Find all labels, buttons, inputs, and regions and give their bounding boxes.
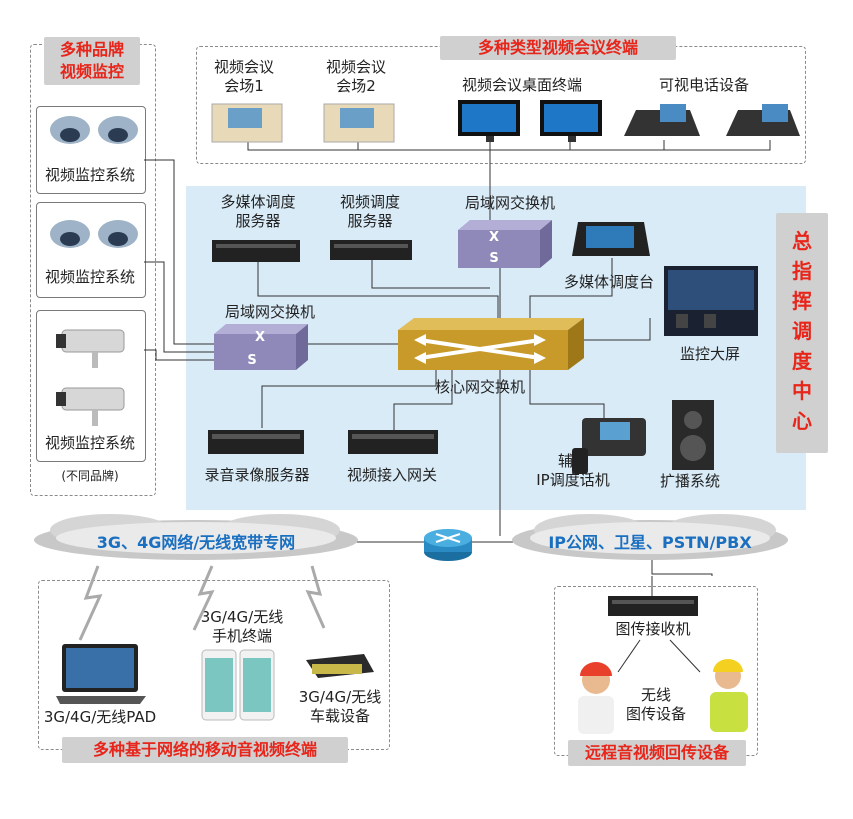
mobile-phone-line2: 手机终端 [211,627,272,645]
video-server-label: 视频调度 服务器 [330,193,410,231]
dispatch-console-icon [572,222,650,256]
title-char: 总 [792,229,812,253]
title-char: 挥 [792,289,812,313]
monitor-icon [458,100,602,142]
core-switch-label: 核心网交换机 [434,378,525,396]
mobile-phone-line1: 3G/4G/无线 [200,608,284,626]
transmitter-line2: 图传设备 [625,705,686,723]
desktop-terminal-label: 视频会议桌面终端 [461,76,582,94]
left-title-line2: 视频监控 [59,62,124,81]
left-panel-title: 多种品牌 视频监控 [44,37,140,85]
venue1-label: 视频会议 会场1 [206,58,282,96]
smartphone-icon [201,649,275,721]
switch-s-top: S [489,251,498,266]
media-server-line2: 服务器 [235,212,281,230]
mobile-terminals-title: 多种基于网络的移动音视频终端 [62,737,348,763]
remote-devices-title: 远程音视频回传设备 [568,740,746,766]
video-gateway-label: 视频接入网关 [346,466,437,484]
title-char: 调 [792,319,812,343]
speaker-icon [672,400,714,470]
dome-camera-icon [50,116,138,248]
videophone-label: 可视电话设备 [658,76,749,94]
wireless-signal-icon [78,565,326,641]
video-wall-icon [664,266,758,336]
switch-x-left: X [255,330,265,345]
cctv-group-2 [36,202,146,298]
command-center-title [776,213,828,453]
pad-label: 3G/4G/无线PAD [43,708,157,726]
rack-server-icon [208,240,438,454]
mobile-phone-label: 3G/4G/无线 手机终端 [192,608,292,646]
recording-server-label: 录音录像服务器 [204,466,310,484]
ip-phone-line2: IP调度话机 [536,471,610,489]
title-char: 度 [792,349,812,373]
lan-switch-icon [214,220,552,370]
vehicle-label: 3G/4G/无线 车载设备 [290,688,390,726]
transmitter-label: 无线 图传设备 [620,686,692,724]
brand-note: (不同品牌) [61,469,119,483]
videophone-icon [624,104,800,136]
core-switch-icon [398,318,584,370]
venue1-line1: 视频会议 [213,58,274,76]
title-char: 中 [792,379,812,403]
worker-icon [578,659,748,734]
router-icon [424,529,472,561]
media-server-line1: 多媒体调度 [220,193,296,211]
media-console-label: 多媒体调度台 [563,273,654,291]
broadcast-label: 扩播系统 [659,472,720,490]
venue2-label: 视频会议 会场2 [318,58,394,96]
video-server-line2: 服务器 [347,212,393,230]
connection-lines [144,140,771,673]
cctv-label-3: 视频监控系统 [44,434,135,452]
public-network-label: IP公网、卫星、PSTN/PBX [548,533,752,552]
switch-s-left: S [247,353,256,368]
bullet-camera-icon [56,329,125,426]
big-screen-label: 监控大屏 [679,345,740,363]
wireless-network-label: 3G、4G网络/无线宽带专网 [96,533,296,552]
top-panel-title: 多种类型视频会议终端 [440,36,676,60]
title-char: 指 [792,259,812,283]
tablet-icon [56,644,146,704]
switch-x-top: X [489,230,499,245]
media-server-label: 多媒体调度 服务器 [208,193,308,231]
meeting-room-icon [211,103,395,143]
cloud-icon [34,514,788,560]
video-server-line1: 视频调度 [339,193,400,211]
left-title-line1: 多种品牌 [59,40,124,59]
venue2-line2: 会场2 [336,77,376,95]
vehicle-device-icon [306,654,374,678]
receiver-label: 图传接收机 [615,620,691,638]
ip-phone-icon [572,418,646,474]
venue2-line1: 视频会议 [325,58,386,76]
lan-switch-top-label: 局域网交换机 [464,194,555,212]
cctv-label-1: 视频监控系统 [44,166,135,184]
lan-switch-left-label: 局域网交换机 [224,303,315,321]
cctv-label-2: 视频监控系统 [44,268,135,286]
vehicle-line2: 车载设备 [309,707,370,725]
title-char: 心 [792,409,812,433]
vehicle-line1: 3G/4G/无线 [298,688,382,706]
receiver-icon [608,596,698,616]
transmitter-line1: 无线 [640,686,671,704]
command-center-title-chars: 总 指 挥 调 度 中 心 [776,226,828,436]
venue1-line2: 会场1 [224,77,264,95]
